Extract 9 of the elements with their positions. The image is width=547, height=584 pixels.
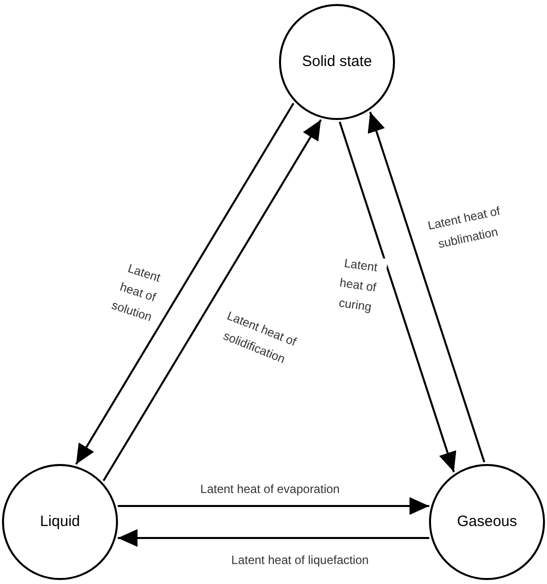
arrow — [368, 112, 486, 462]
arrow — [102, 119, 322, 482]
arrow — [118, 529, 430, 547]
state-label: Solid state — [302, 52, 372, 72]
arrow — [338, 122, 456, 472]
state-label: Gaseous — [456, 512, 518, 532]
arrow — [75, 102, 294, 465]
arrow — [118, 497, 430, 515]
state-label: Liquid — [40, 512, 80, 532]
